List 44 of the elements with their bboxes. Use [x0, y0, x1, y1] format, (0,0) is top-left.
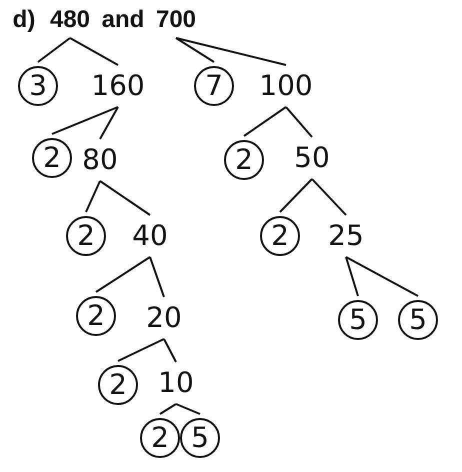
circled-factor: 5 — [398, 300, 438, 340]
tree-branch — [176, 37, 286, 66]
circled-factor: 2 — [224, 140, 264, 180]
tree-branch — [243, 106, 287, 137]
tree-branch — [176, 403, 200, 415]
factor-number: 40 — [128, 219, 172, 253]
circled-factor: 2 — [98, 365, 138, 405]
tree-branch — [285, 106, 313, 138]
circled-factor: 2 — [32, 138, 72, 178]
factor-number: 10 — [154, 366, 198, 400]
tree-branch — [70, 37, 118, 66]
heading-text: and — [102, 8, 144, 32]
circled-factor: 7 — [194, 66, 234, 106]
heading-number: 700 — [152, 6, 200, 34]
circled-factor: 3 — [18, 66, 58, 106]
heading-number: 480 — [46, 6, 94, 34]
factor-number: 80 — [78, 143, 122, 177]
circled-factor: 2 — [66, 216, 106, 256]
tree-branch — [163, 338, 177, 362]
factor-number: 25 — [324, 219, 368, 253]
tree-branch — [85, 180, 101, 212]
factor-number: 100 — [257, 69, 315, 103]
tree-branch — [345, 256, 359, 296]
tree-branch — [99, 180, 151, 216]
circled-factor: 2 — [140, 418, 180, 458]
tree-branch — [52, 106, 118, 135]
tree-branch — [346, 256, 418, 297]
factor-number: 20 — [142, 301, 186, 335]
factor-number: 50 — [290, 141, 334, 175]
tree-branch — [95, 256, 151, 293]
tree-branch — [175, 37, 215, 63]
tree-branch — [99, 106, 119, 140]
factor-number: 160 — [89, 69, 147, 103]
heading-text: d) — [12, 8, 36, 32]
tree-branch — [159, 403, 177, 415]
tree-branch — [37, 37, 71, 63]
circled-factor: 5 — [180, 418, 220, 458]
circled-factor: 2 — [76, 296, 116, 336]
circled-factor: 2 — [260, 216, 300, 256]
tree-branch — [149, 256, 165, 298]
tree-branch — [279, 178, 313, 213]
tree-branch — [118, 338, 164, 362]
circled-factor: 5 — [338, 300, 378, 340]
tree-branch — [311, 178, 347, 216]
